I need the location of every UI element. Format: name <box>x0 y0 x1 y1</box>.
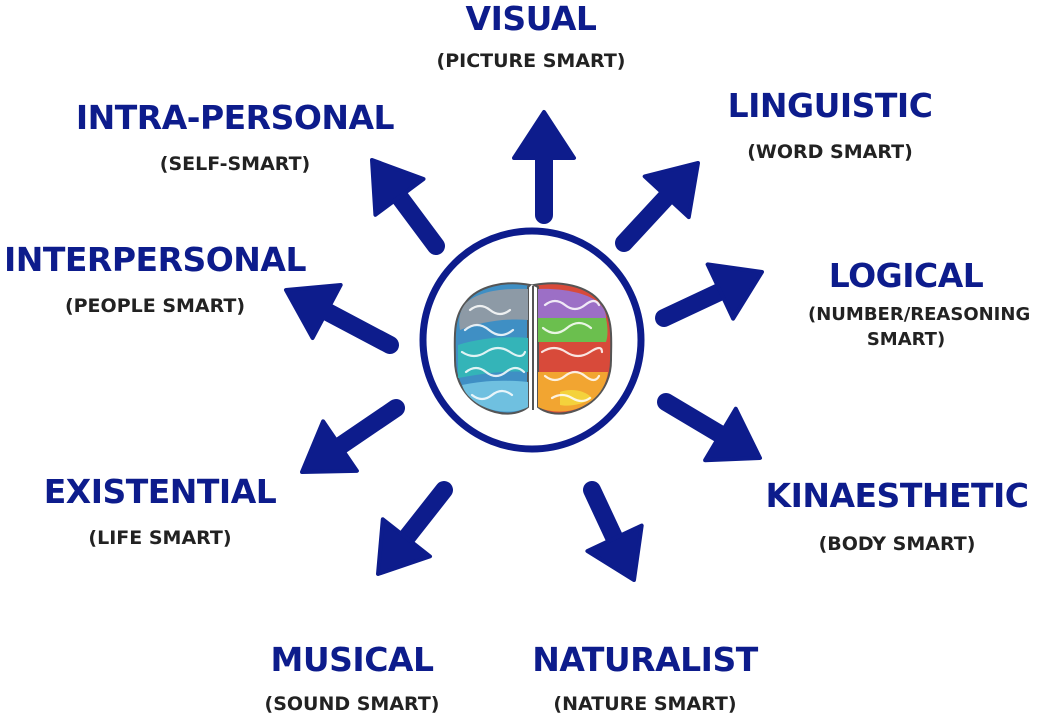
arrow-head-musical <box>376 517 432 576</box>
arrow-head-linguistic <box>642 161 700 220</box>
label-interpersonal: INTERPERSONAL (PEOPLE SMART) <box>0 240 310 318</box>
label-musical: MUSICAL (SOUND SMART) <box>222 640 482 716</box>
arrow-head-intra-personal <box>370 158 426 217</box>
label-subtitle: (LIFE SMART) <box>88 527 232 549</box>
label-naturalist: NATURALIST (NATURE SMART) <box>515 640 775 716</box>
arrow-head-kinaesthetic <box>703 406 762 463</box>
label-name: KINAESTHETIC <box>765 476 1030 515</box>
arrow-head-visual <box>512 110 576 160</box>
arrow-head-interpersonal <box>284 283 343 340</box>
label-name: NATURALIST <box>532 640 758 679</box>
arrow-head-naturalist <box>585 523 644 582</box>
label-subtitle: (NATURE SMART) <box>553 693 737 715</box>
label-logical: LOGICAL (NUMBER/REASONING SMART) <box>756 256 1056 352</box>
label-name: INTERPERSONAL <box>3 240 307 279</box>
label-subtitle: (BODY SMART) <box>818 533 976 555</box>
arrow-head-existential <box>300 419 359 474</box>
label-intra-personal: INTRA-PERSONAL (SELF-SMART) <box>70 98 400 176</box>
label-name: LINGUISTIC <box>727 86 933 125</box>
arrow-shaft-kinaesthetic <box>657 393 733 446</box>
label-name: INTRA-PERSONAL <box>75 98 395 137</box>
label-name: VISUAL <box>465 0 597 38</box>
arrow-shaft-linguistic <box>615 184 679 252</box>
label-name: LOGICAL <box>828 256 984 295</box>
label-linguistic: LINGUISTIC (WORD SMART) <box>700 86 960 164</box>
label-existential: EXISTENTIAL (LIFE SMART) <box>20 472 300 550</box>
label-subtitle: (PICTURE SMART) <box>436 50 626 72</box>
arrow-shaft-logical <box>655 280 733 327</box>
arrow-shaft-musical <box>394 481 453 550</box>
label-subtitle: (SOUND SMART) <box>264 693 440 715</box>
label-subtitle: (WORD SMART) <box>747 141 913 163</box>
label-name: EXISTENTIAL <box>43 472 277 511</box>
arrow-head-logical <box>705 262 764 321</box>
brain-icon <box>453 282 613 415</box>
arrow-shaft-naturalist <box>583 481 626 551</box>
label-subtitle: (NUMBER/REASONING SMART) <box>808 304 1031 350</box>
label-subtitle: (SELF-SMART) <box>159 153 311 175</box>
arrow-shaft-interpersonal <box>314 300 399 354</box>
arrow-shaft-existential <box>327 399 405 458</box>
label-visual: VISUAL (PICTURE SMART) <box>431 0 631 73</box>
label-name: MUSICAL <box>270 640 434 679</box>
arrow-shaft-intra-personal <box>388 184 445 255</box>
label-subtitle: (PEOPLE SMART) <box>64 295 246 317</box>
label-kinaesthetic: KINAESTHETIC (BODY SMART) <box>752 476 1042 556</box>
